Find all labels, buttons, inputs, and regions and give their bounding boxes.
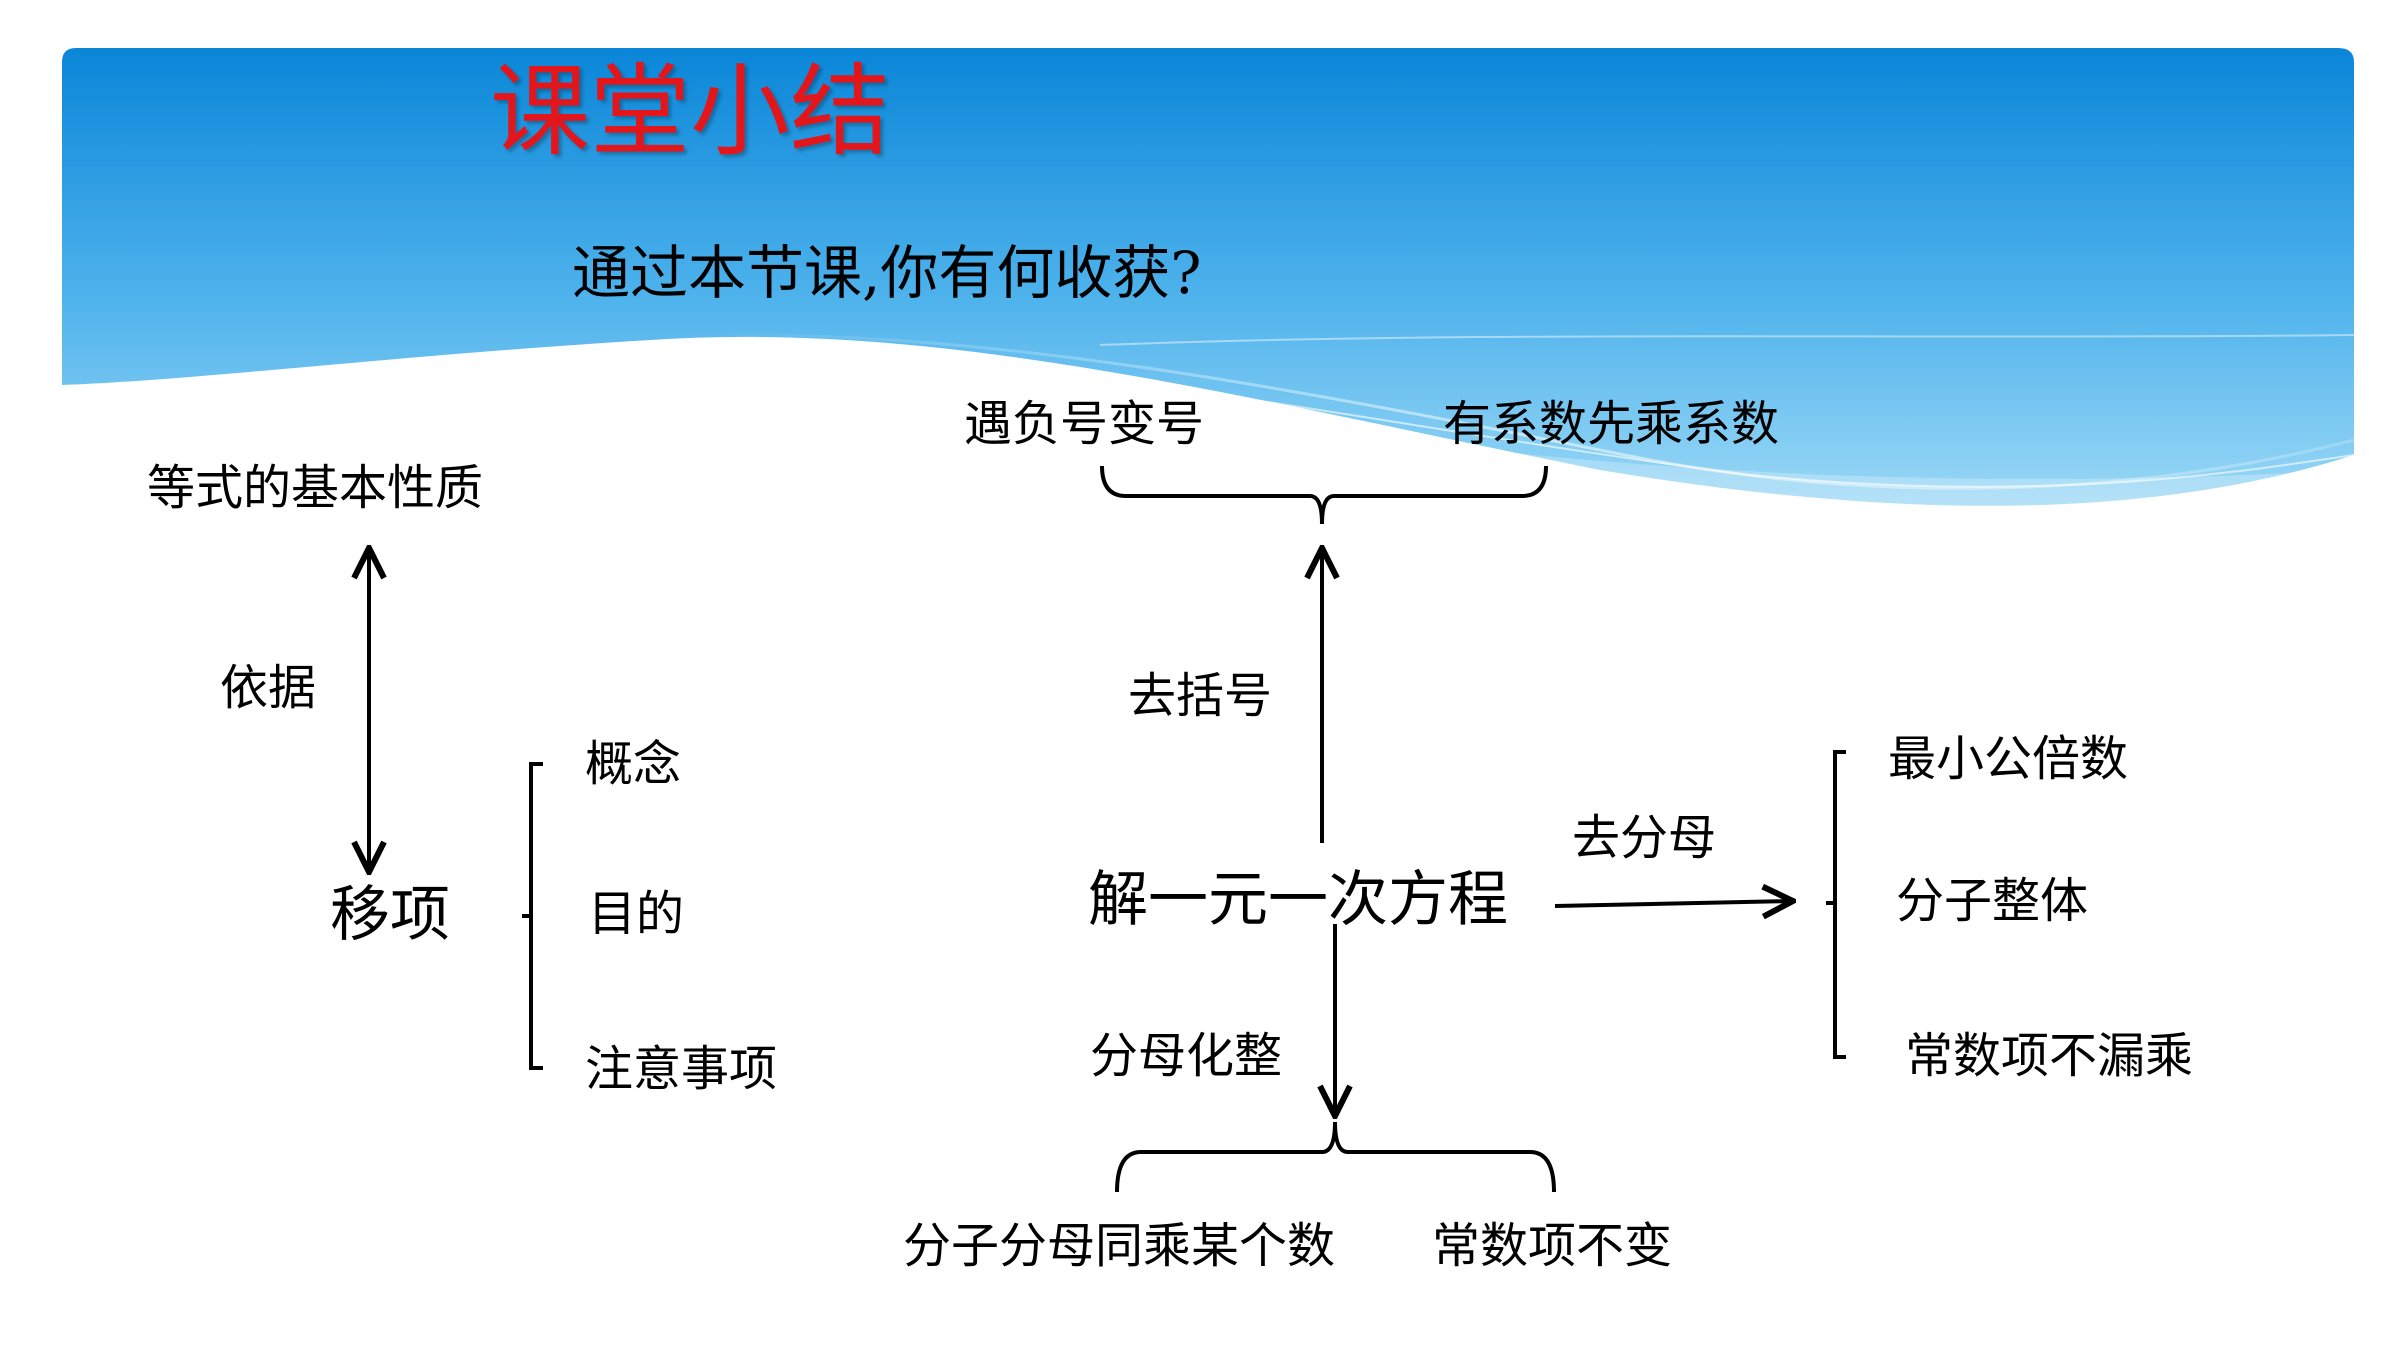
bottom-brace — [1115, 1121, 1556, 1193]
header-banner — [62, 48, 2354, 506]
right-item-constant-multiply: 常数项不漏乘 — [1905, 1028, 2194, 1084]
integerize-denominator-label: 分母化整 — [1090, 1028, 1283, 1084]
banner-wave-2 — [749, 349, 2355, 488]
remove-brackets-label: 去括号 — [1128, 668, 1273, 724]
transpose-item-notes: 注意事项 — [585, 1041, 778, 1097]
transpose-bracket — [522, 762, 543, 1070]
banner-wave-4 — [1000, 380, 2354, 507]
right-item-lcm: 最小公倍数 — [1888, 731, 2129, 787]
basis-label-text: 等式的基本性质 — [147, 460, 484, 516]
up-item-coefficient: 有系数先乘系数 — [1443, 396, 1780, 452]
basis-relation-label: 依据 — [220, 660, 317, 716]
transpose-node: 移项 — [330, 880, 450, 950]
right-item-numerator-whole: 分子整体 — [1896, 873, 2089, 929]
slide-subtitle: 通过本节课,你有何收获? — [572, 239, 1202, 307]
right-arrow — [1554, 901, 1793, 906]
transpose-item-concept: 概念 — [585, 736, 682, 792]
transpose-item-purpose: 目的 — [588, 886, 685, 942]
top-brace — [1100, 465, 1548, 525]
down-item-constant: 常数项不变 — [1432, 1218, 1673, 1274]
banner-wave-1 — [699, 333, 2355, 490]
slide-title: 课堂小结 — [490, 53, 890, 170]
banner-wave-3 — [1099, 334, 2355, 346]
down-item-multiply: 分子分母同乘某个数 — [903, 1218, 1336, 1274]
up-item-sign-change: 遇负号变号 — [964, 396, 1205, 452]
central-node: 解一元一次方程 — [1088, 865, 1508, 935]
denominator-bracket — [1826, 750, 1846, 1059]
clear-denominator-label: 去分母 — [1572, 810, 1717, 866]
